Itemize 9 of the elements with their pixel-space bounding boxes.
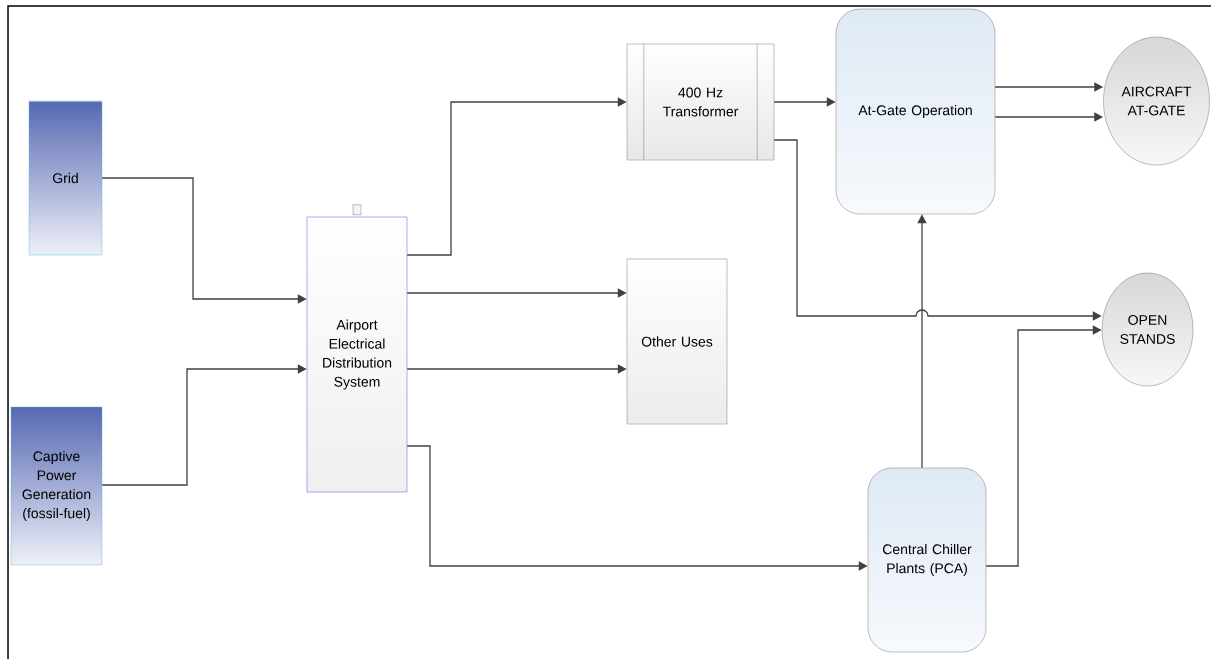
- process-box: 400 Hz Transformer: [626, 43, 775, 161]
- source-box: Grid: [28, 100, 103, 256]
- process-box: Other Uses: [626, 258, 728, 425]
- source-box: Captive Power Generation (fossil-fuel): [10, 406, 103, 566]
- rounded-box: At-Gate Operation: [835, 8, 996, 215]
- ellipse-node: AIRCRAFT AT-GATE: [1103, 36, 1210, 166]
- ellipse-node: OPEN STANDS: [1101, 272, 1194, 387]
- rounded-box: Central Chiller Plants (PCA): [867, 467, 987, 653]
- process-box: Airport Electrical Distribution System: [306, 204, 408, 493]
